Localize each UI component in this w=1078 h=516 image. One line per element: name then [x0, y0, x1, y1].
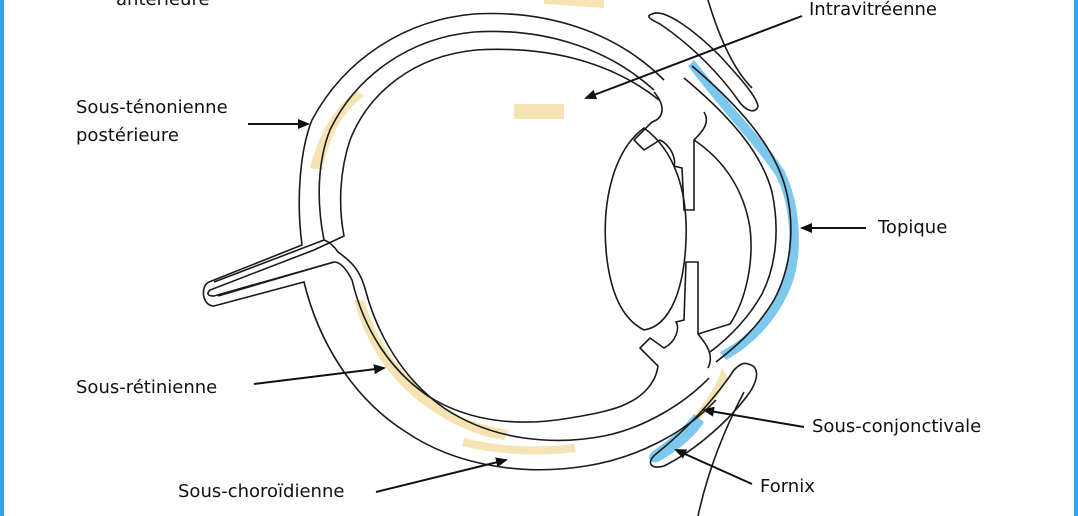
- upper-lid-line: [707, 0, 753, 89]
- arrow-subconjunctival: [702, 406, 805, 428]
- arrow-suprachoroidal: [375, 457, 508, 493]
- label-top-left: antérieure: [116, 0, 210, 14]
- sclera-outer: [202, 12, 717, 471]
- retina-line: [207, 48, 660, 423]
- label-posterior-subtenon: Sous-ténonienne postérieure: [76, 94, 228, 150]
- label-suprachoroidal: Sous-choroïdienne: [178, 481, 345, 502]
- label-subretinal: Sous-rétinienne: [76, 377, 218, 398]
- arrow-intravitreal: [584, 15, 803, 100]
- highlight-regions: [310, 0, 728, 460]
- label-posterior-line1: Sous-ténonienne: [76, 97, 228, 118]
- label-posterior-line2: postérieure: [76, 125, 179, 146]
- label-intravitreal: Intravitréenne: [809, 0, 937, 20]
- topical-layer: [688, 60, 799, 360]
- suprachoroidal-highlight: [462, 438, 576, 455]
- eye-diagram: [202, 0, 866, 516]
- label-subconjunctival: Sous-conjonctivale: [812, 416, 982, 437]
- top-highlight: [544, 0, 604, 8]
- lower-lid-line: [697, 391, 745, 516]
- arrow-fornix: [674, 449, 753, 485]
- choroid-line: [318, 30, 710, 442]
- posterior-subtenon-highlight: [310, 90, 364, 170]
- arrow-subretinal: [253, 364, 386, 385]
- cornea-inner: [683, 77, 777, 353]
- cornea-outer: [691, 65, 792, 363]
- upper-eyelid: [647, 12, 759, 112]
- intravitreal-deposit: [514, 104, 564, 119]
- ciliary-body-lower: [625, 261, 712, 405]
- label-topical: Topique: [878, 217, 948, 238]
- optic-nerve: [213, 239, 335, 297]
- fornix-layer: [649, 414, 704, 463]
- lower-eyelid: [649, 362, 758, 468]
- lens: [604, 127, 687, 331]
- label-fornix: Fornix: [760, 476, 815, 497]
- ciliary-body-upper: [632, 91, 708, 211]
- anterior-chamber: [693, 139, 752, 335]
